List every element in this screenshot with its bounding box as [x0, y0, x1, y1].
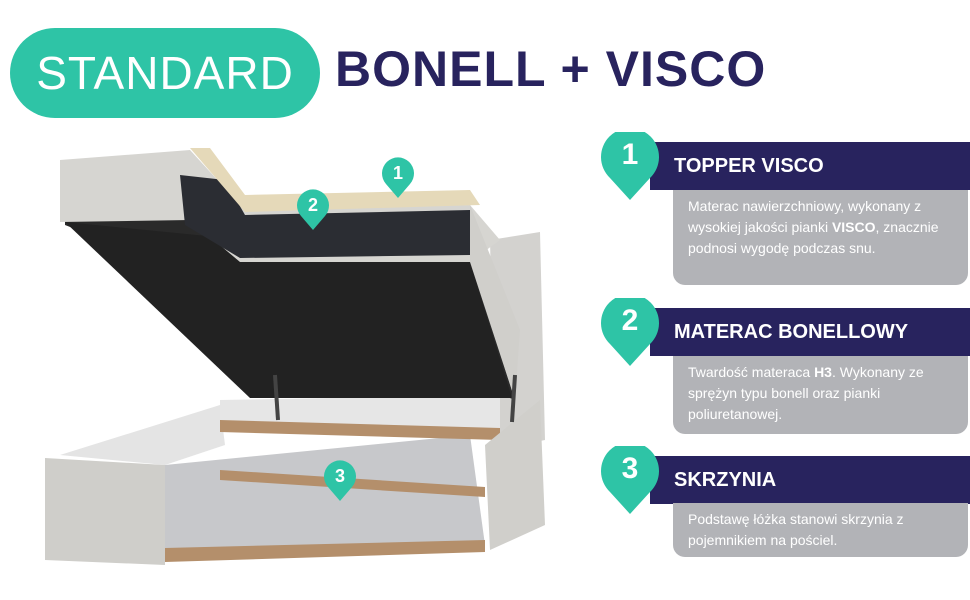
badge-label: STANDARD [36, 47, 294, 99]
number-badge-3: 3 [600, 442, 660, 516]
section-title: SKRZYNIA [650, 456, 970, 504]
pin-icon [601, 442, 659, 514]
section-title: MATERAC BONELLOWY [650, 308, 970, 356]
number-badge-2: 2 [600, 294, 660, 368]
section-description: Podstawę łóżka stanowi skrzynia z pojemn… [673, 503, 968, 557]
pin-icon [601, 128, 659, 200]
section-description: Materac nawierzchniowy, wykonany z wysok… [673, 190, 968, 285]
marker-1: 1 [380, 156, 416, 200]
marker-2: 2 [295, 188, 331, 232]
page-title: BONELL + VISCO [335, 41, 767, 97]
pin-icon [297, 189, 329, 230]
section-description: Twardość materaca H3. Wykonany ze spręży… [673, 356, 968, 434]
standard-badge: STANDARD [10, 28, 320, 118]
number-badge-1: 1 [600, 128, 660, 202]
section-title: TOPPER VISCO [650, 142, 970, 190]
pin-icon [601, 294, 659, 366]
pin-icon [324, 460, 356, 501]
marker-3: 3 [322, 459, 358, 503]
bed-illustration [45, 148, 545, 565]
pin-icon [382, 157, 414, 198]
